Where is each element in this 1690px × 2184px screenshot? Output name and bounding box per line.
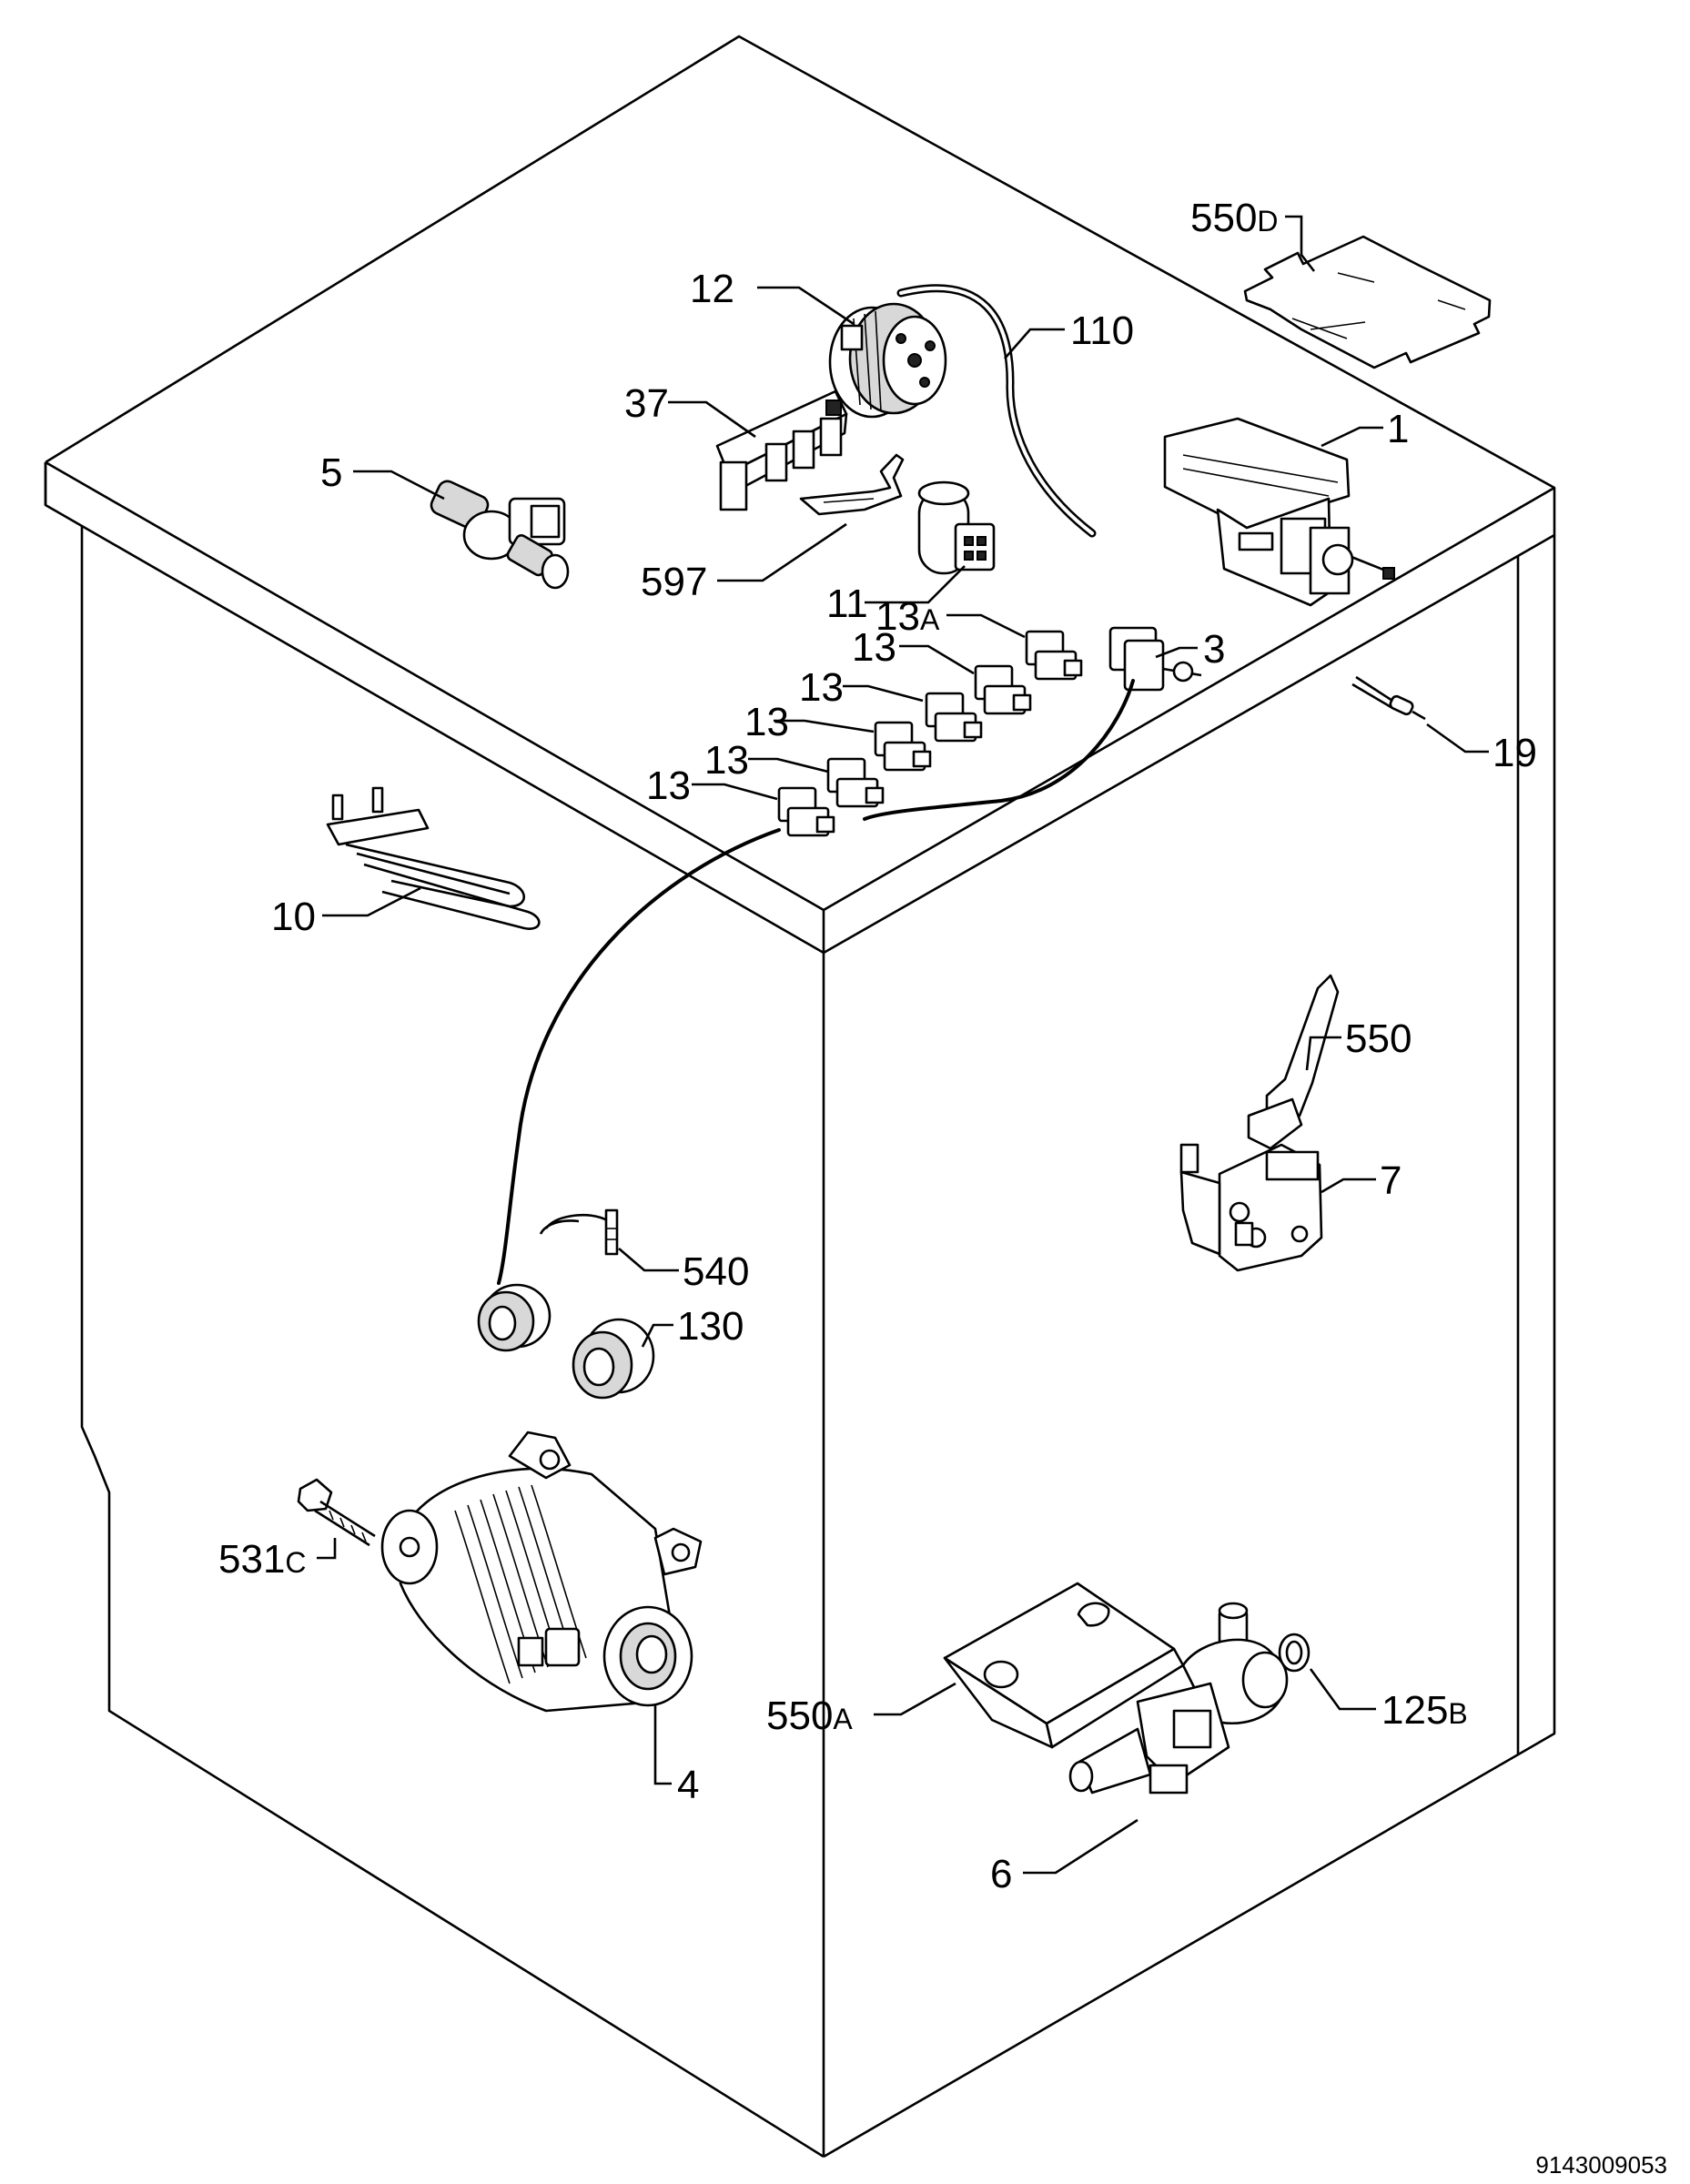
callout-110: 110 [1070,308,1134,353]
callout-37: 37 [624,381,669,426]
connector-13-2 [777,786,835,837]
callout-13-6: 13 [852,625,896,670]
part-597-clip [799,453,905,516]
part-6-drain-pump [1068,1602,1289,1795]
part-12-pressure-switch [828,302,947,419]
callout-13-4: 13 [744,700,789,744]
callout-13a: 13A [875,594,940,639]
callout-7: 7 [1380,1158,1402,1203]
callout-597: 597 [641,560,707,604]
document-number: 9143009053 [1535,2151,1667,2179]
part-7-door-interlock [1179,1143,1323,1272]
part-110-hose [896,284,1097,538]
callout-6: 6 [990,1852,1012,1896]
callout-10: 10 [271,895,316,939]
callout-1: 1 [1387,407,1409,451]
callout-13-2: 13 [646,763,691,808]
part-11-capacitor [917,480,996,575]
callout-11: 11 [826,581,868,626]
part-125b-seal-ring [1278,1633,1311,1673]
callout-labels: 550D 12 110 37 5 1 597 11 13A 3 13 13 13… [218,196,1537,1896]
connector-13-3 [826,757,885,808]
callout-19: 19 [1493,731,1537,775]
callout-531c: 531C [218,1537,307,1582]
part-550-lever [1247,974,1340,1150]
wiring-harness [497,679,1135,1285]
callout-550d: 550D [1190,196,1279,240]
callout-540: 540 [683,1249,749,1294]
connector-13-4 [874,721,932,772]
cabinet-outline [44,35,1556,2159]
part-4-motor [380,1431,703,1713]
callout-550a: 550A [766,1694,853,1738]
callout-550: 550 [1345,1016,1412,1061]
callout-3: 3 [1203,627,1225,672]
part-531c-screw [297,1478,376,1547]
callout-12: 12 [690,267,734,311]
part-130-grommet [572,1318,655,1400]
part-540-cable-clip [539,1208,619,1256]
callout-4: 4 [677,1763,699,1807]
connector-13a [1025,630,1083,681]
callout-130: 130 [677,1304,744,1349]
part-550a-cover [943,1582,1185,1749]
grommet-cable-end [477,1283,552,1352]
part-550d-cover-plate [1243,235,1492,369]
part-1-programmer-timer [1163,417,1395,607]
part-3-switch [1108,626,1202,692]
part-13-connectors [777,630,1083,837]
callout-13-3: 13 [704,738,749,783]
part-37-terminal-block [715,389,848,511]
part-10-heating-element [326,786,541,930]
callout-5: 5 [320,450,342,495]
part-5-inlet-valve [430,480,570,590]
leader-lines [317,215,1489,1875]
callout-13-5: 13 [799,665,844,710]
connector-13-5 [925,692,983,743]
part-19-sensor [1351,675,1426,721]
connector-13-6 [974,664,1032,715]
callout-125b: 125B [1381,1688,1468,1733]
